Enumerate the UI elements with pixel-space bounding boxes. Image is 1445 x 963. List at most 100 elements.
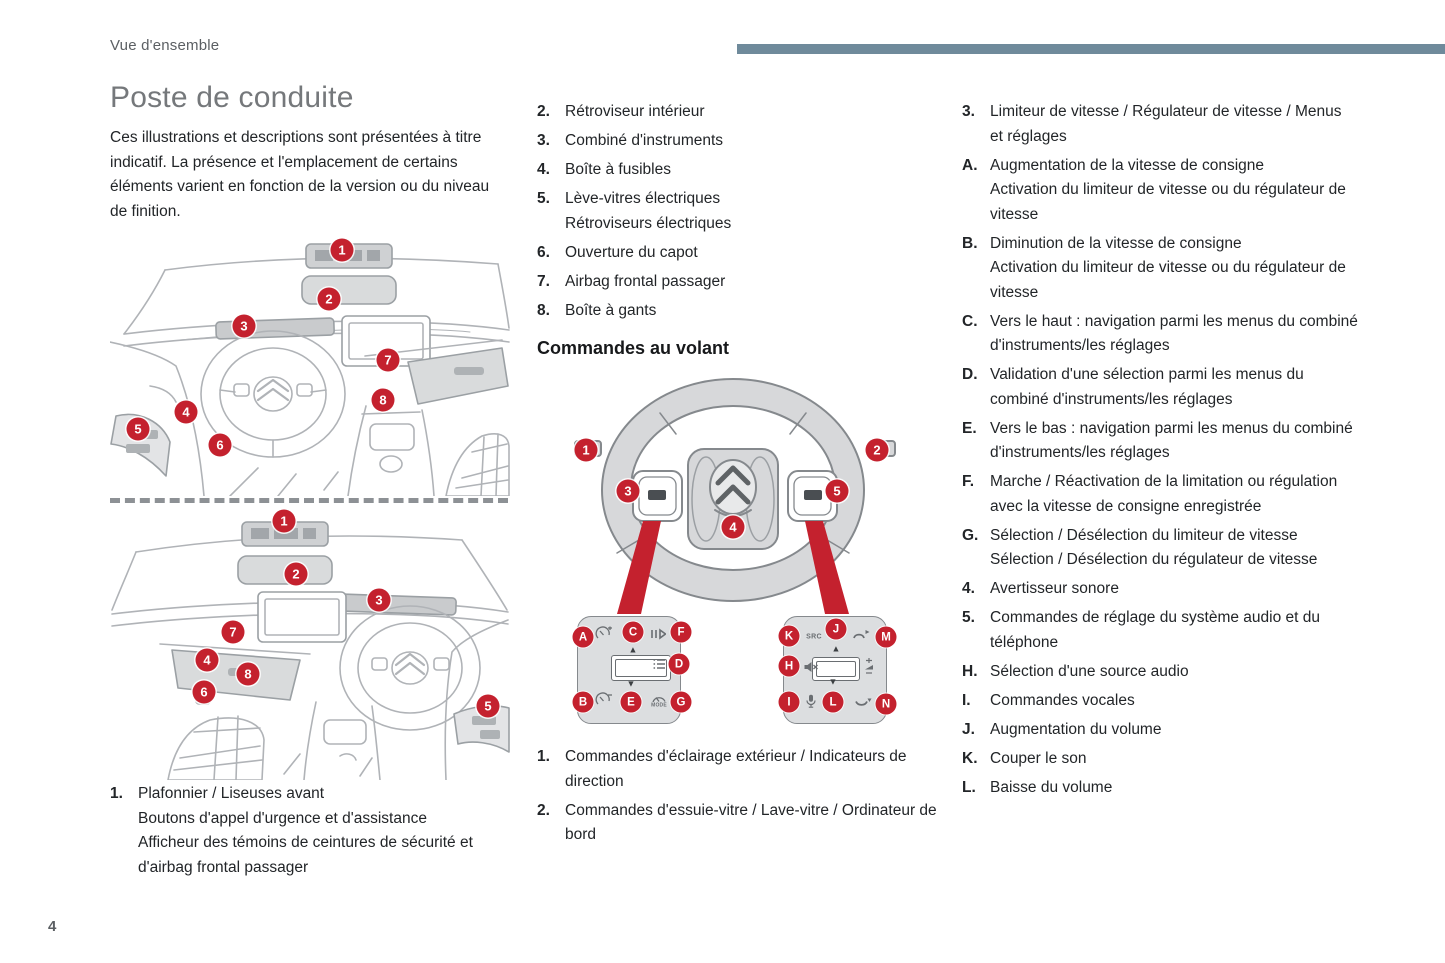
legend-item-number: 2. [537, 801, 550, 819]
legend-item-number: A. [962, 156, 978, 174]
legend-item-text: Avertisseur sonore [990, 580, 1119, 597]
callout-marker-2: 2 [317, 287, 341, 311]
callout-marker-2: 2 [865, 438, 889, 462]
legend-item-number: D. [962, 366, 978, 383]
subsection-title: Commandes au volant [537, 338, 730, 358]
callout-marker-3: 3 [232, 314, 256, 338]
legend-item: 3.Limiteur de vitesse / Régulateur de vi… [962, 100, 1358, 149]
legend-item: 6. Ouverture du capot [537, 241, 937, 266]
legend-item-number: 1. [110, 785, 123, 802]
legend-item-text: Commandes d'essuie-vitre / Lave-vitre / … [565, 801, 937, 844]
legend-item-number: G. [962, 526, 979, 544]
key-N-badge: N [875, 693, 897, 715]
callout-wedge-left [617, 521, 661, 614]
legend-item-text: Vers le bas : navigation parmi les menus… [990, 419, 1353, 462]
callout-marker-8: 8 [236, 662, 260, 686]
up-arrow-icon: ▲ [628, 644, 638, 655]
legend-item: F. Marche / Réactivation de la limitation… [962, 470, 1358, 519]
right-keypad: K SRC J ▲ M H I L ▼ N [778, 616, 897, 724]
legend-item: E.Vers le bas : navigation parmi les men… [962, 417, 1358, 466]
gauge-plus-icon [595, 626, 613, 640]
left-keypad: A C ▲ F D B E ▼ G MODE [572, 616, 692, 724]
legend-item: G. Sélection / Désélection du limiteur de… [962, 524, 1358, 573]
legend-item-text: Sélection d'une source audio [990, 662, 1189, 680]
legend-item: L.Baisse du volume [962, 776, 1358, 801]
callout-marker-3: 3 [367, 588, 391, 612]
legend-item: C. Vers le haut : navigation parmi les me… [962, 310, 1358, 359]
legend-item: 8. Boîte à gants [537, 299, 937, 324]
legend-item-text: Commandes vocales [990, 691, 1135, 709]
callout-marker-5: 5 [825, 479, 849, 503]
intro-paragraph: Ces illustrations et descriptions sont p… [110, 129, 490, 220]
key-H-badge: K [778, 625, 800, 647]
legend-item: 2. Commandes d'essuie-vitre / Lave-vitre … [537, 799, 937, 848]
legend-item-text: Validation d'une sélection parmi les men… [990, 366, 1304, 408]
keypad-screen [812, 657, 860, 681]
menu-list-icon [653, 658, 667, 670]
legend-item-number: K. [962, 749, 978, 767]
volume-rocker-icon [863, 658, 875, 675]
legend-list-middle-bottom: 1.Commandes d'éclairage extérieur / Indi… [537, 745, 937, 848]
legend-item-number: 5. [962, 609, 975, 626]
phone-pickup-icon [852, 628, 870, 640]
legend-item: I. Commandes vocales [962, 689, 1358, 714]
key-A-badge: A [572, 626, 594, 648]
legend-item-number: C. [962, 312, 978, 330]
callout-wedge-right [805, 521, 849, 614]
callout-marker-6: 6 [192, 680, 216, 704]
key-J-badge: J [825, 618, 847, 640]
callout-marker-8: 8 [371, 388, 395, 412]
legend-item-number: I. [962, 691, 971, 709]
key-D-badge: D [668, 653, 690, 675]
legend-item-text: Baisse du volume [990, 778, 1113, 796]
legend-item-number: 6. [537, 243, 550, 261]
steering-wheel-drawing [574, 378, 896, 614]
legend-item-number: 3. [962, 103, 975, 120]
callout-marker-2: 2 [284, 562, 308, 586]
legend-item-number: B. [962, 234, 978, 252]
legend-item: K.Couper le son [962, 747, 1358, 772]
legend-item-text: Boîte à gants [565, 301, 657, 319]
key-E-badge: E [620, 691, 642, 713]
legend-item-text: Boîte à fusibles [565, 161, 671, 178]
legend-item: 4.Avertisseur sonore [962, 577, 1358, 602]
dashboard-rhd-drawing [111, 521, 510, 780]
legend-list-right: 3.Limiteur de vitesse / Régulateur de vi… [962, 100, 1358, 800]
legend-item: D. Validation d'une sélection parmi les m… [962, 363, 1358, 412]
callout-marker-1: 1 [330, 238, 354, 262]
legend-item: J.Augmentation du volume [962, 718, 1358, 743]
legend-item-text: Airbag frontal passager [565, 272, 726, 290]
key-M-badge: M [875, 626, 897, 648]
legend-item-number: H. [962, 662, 978, 680]
legend-item-text: Vers le haut : navigation parmi les menu… [990, 312, 1358, 355]
legend-item: 3. Combiné d'instruments [537, 129, 937, 154]
callout-marker-7: 7 [221, 620, 245, 644]
legend-item: H. Sélection d'une source audio [962, 660, 1358, 685]
key-G-badge: G [670, 691, 692, 713]
header-accent-bar [737, 44, 1445, 54]
key-I-badge: I [778, 691, 800, 713]
legend-item-text: Sélection / Désélection du limiteur de v… [990, 526, 1318, 569]
legend-item-number: F. [962, 473, 975, 490]
legend-item-text: Marche / Réactivation de la limitation o… [990, 473, 1338, 515]
speed-limiter-icon [650, 628, 666, 640]
up-arrow-icon: ▲ [831, 643, 841, 654]
legend-item-number: 8. [537, 301, 550, 319]
callout-marker-7: 7 [376, 348, 400, 372]
figure-separator [110, 498, 508, 503]
page-number: 4 [48, 918, 57, 935]
legend-item-text: Ouverture du capot [565, 243, 698, 261]
legend-item-number: 3. [537, 132, 550, 149]
key-B-badge: B [572, 691, 594, 713]
key-K-badge: H [778, 655, 800, 677]
legend-item: 5.Commandes de réglage du système audio … [962, 606, 1358, 655]
legend-item-text: Combiné d'instruments [565, 132, 724, 149]
